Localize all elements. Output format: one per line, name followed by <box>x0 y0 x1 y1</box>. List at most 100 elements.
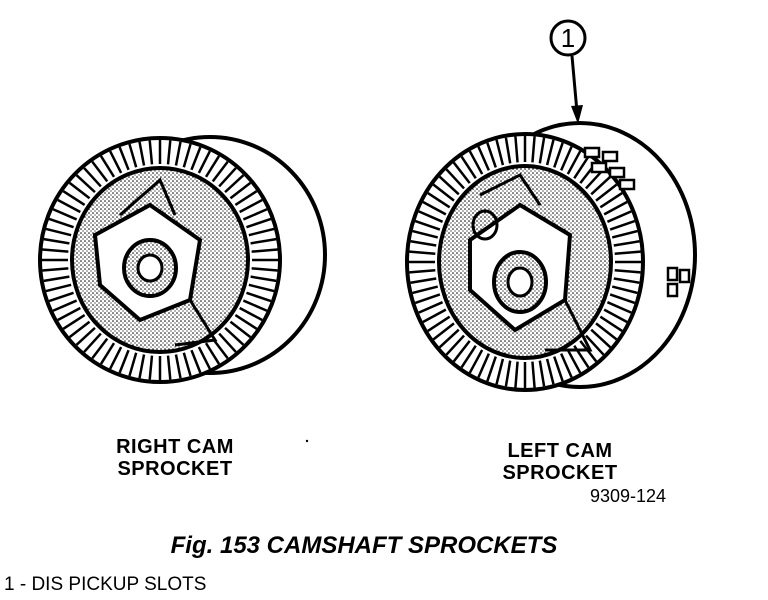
sprocket-tooth <box>432 183 455 202</box>
sprocket-tooth <box>611 229 638 239</box>
sprocket-tooth <box>531 136 536 163</box>
sprocket-tooth <box>432 322 455 341</box>
sprocket-tooth <box>62 190 86 206</box>
sprocket-tooth <box>495 358 505 385</box>
sprocket-tooth <box>445 334 465 356</box>
sprocket-tooth <box>595 183 618 202</box>
sprocket-tooth <box>224 174 245 194</box>
sprocket-tooth <box>42 267 69 272</box>
sprocket-tooth <box>545 139 555 166</box>
sprocket-tooth <box>438 328 460 349</box>
sprocket-tooth <box>422 200 447 216</box>
sprocket-tooth <box>190 349 202 374</box>
sprocket-tooth <box>75 326 96 346</box>
sprocket-tooth <box>250 275 277 283</box>
sprocket-tooth <box>45 227 72 237</box>
left-sprocket-teeth <box>409 136 641 388</box>
sprocket-tooth <box>52 208 78 221</box>
sprocket-tooth <box>418 301 444 314</box>
sprocket-tooth <box>118 349 130 374</box>
right-label-line1: RIGHT CAM <box>116 436 234 458</box>
sprocket-tooth <box>560 146 573 171</box>
sprocket-tooth <box>452 161 471 184</box>
sprocket-tooth <box>585 334 605 356</box>
sprocket-tooth <box>468 150 484 175</box>
sprocket-tooth <box>414 293 441 305</box>
sprocket-tooth <box>242 299 268 312</box>
sprocket-tooth <box>514 136 519 163</box>
sprocket-tooth <box>409 250 436 255</box>
sprocket-tooth <box>412 229 439 239</box>
sprocket-tooth <box>174 141 182 166</box>
sprocket-tooth <box>218 332 237 353</box>
sprocket-tooth <box>603 308 628 324</box>
figure-caption: Fig. 153 CAMSHAFT SPROCKETS <box>170 532 558 559</box>
sprocket-tooth <box>246 217 272 229</box>
callout-1: 1 <box>549 19 587 124</box>
sprocket-tooth <box>174 354 182 379</box>
sprocket-tooth <box>57 306 81 322</box>
sprocket-tooth <box>606 210 632 223</box>
sprocket-tooth <box>83 332 102 353</box>
sprocket-tooth <box>43 275 70 283</box>
sprocket-tooth <box>412 285 439 295</box>
sprocket-tooth <box>566 349 582 374</box>
sprocket-tooth <box>229 320 252 339</box>
sprocket-tooth <box>229 181 252 200</box>
sprocket-tooth <box>251 248 278 253</box>
sprocket-tooth <box>204 342 221 365</box>
sprocket-tooth <box>560 353 573 378</box>
sprocket-tooth <box>109 150 123 174</box>
sprocket-tooth <box>495 139 505 166</box>
sprocket-tooth <box>603 200 628 216</box>
sprocket-tooth <box>234 190 258 206</box>
right-label-line2: SPROCKET <box>117 458 233 480</box>
sprocket-tooth <box>166 355 172 380</box>
sprocket-tooth <box>148 355 154 380</box>
sprocket-tooth <box>248 283 275 293</box>
left-label-line1: LEFT CAM <box>507 440 613 462</box>
sprocket-tooth <box>514 361 519 388</box>
figure-number: 9309-124 <box>590 486 667 506</box>
sprocket-tooth <box>250 237 277 245</box>
left-cam-sprocket <box>405 121 697 392</box>
sprocket-tooth <box>234 314 258 330</box>
sprocket-tooth <box>422 308 447 324</box>
callout-number: 1 <box>561 23 575 53</box>
sprocket-tooth <box>68 320 91 339</box>
sprocket-tooth <box>590 328 612 349</box>
sprocket-tooth <box>460 155 477 179</box>
sprocket-tooth <box>48 217 74 229</box>
right-cam-sprocket <box>38 135 327 384</box>
sprocket-tooth <box>83 167 102 188</box>
sprocket-tooth <box>242 208 268 221</box>
sprocket-tooth <box>68 181 91 200</box>
dis-pickup-slots <box>583 146 691 298</box>
sprocket-tooth <box>118 146 130 171</box>
sprocket-tooth <box>128 143 138 168</box>
sprocket-tooth <box>91 337 109 360</box>
sprocket-tooth <box>595 322 618 341</box>
sprocket-tooth <box>45 283 72 293</box>
sprocket-tooth <box>538 360 546 387</box>
sprocket-tooth <box>468 349 484 374</box>
sprocket-tooth <box>613 277 640 284</box>
sprocket-tooth <box>590 175 612 196</box>
sprocket-tooth <box>246 291 272 303</box>
sprocket-tooth <box>614 250 641 255</box>
sprocket-tooth <box>427 315 451 332</box>
sprocket-tooth <box>138 354 146 379</box>
sprocket-tooth <box>190 146 202 171</box>
sprocket-tooth <box>573 155 590 179</box>
sprocket-tooth <box>531 361 536 388</box>
sprocket-tooth <box>109 346 123 370</box>
left-cam-sprocket-label: LEFT CAM SPROCKET <box>465 440 655 484</box>
sprocket-tooth <box>460 345 477 369</box>
sprocket-tooth <box>452 340 471 363</box>
sprocket-tooth <box>614 269 641 274</box>
sprocket-tooth <box>239 306 263 322</box>
right-sprocket-teeth <box>42 140 278 380</box>
sprocket-tooth <box>418 210 444 223</box>
sprocket-tooth <box>204 155 221 178</box>
sprocket-tooth <box>138 141 146 166</box>
